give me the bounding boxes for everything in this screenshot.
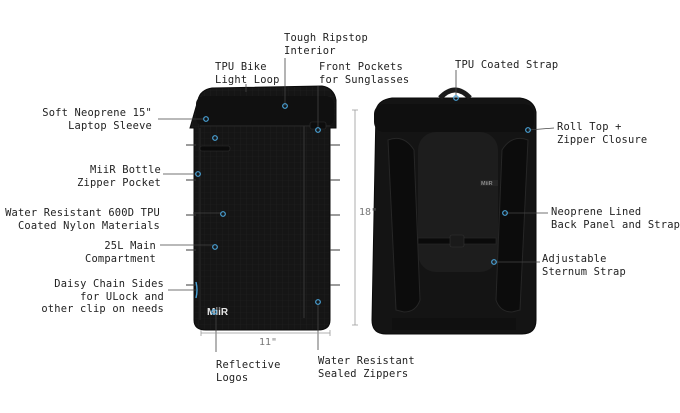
label-back-panel: Neoprene Lined Back Panel and Straps bbox=[551, 206, 680, 231]
dot-back-panel bbox=[502, 210, 508, 216]
leader-lines bbox=[158, 58, 555, 352]
dot-compartment bbox=[212, 244, 218, 250]
front-logo: MiiR bbox=[207, 307, 229, 318]
label-bike-loop: TPU Bike Light Loop bbox=[215, 61, 280, 86]
label-front-pockets: Front Pockets for Sunglasses bbox=[319, 61, 410, 86]
label-nylon: Water Resistant 600D TPU Coated Nylon Ma… bbox=[5, 207, 160, 232]
dot-tpu-strap bbox=[453, 95, 459, 101]
back-backpack: MiiR bbox=[371, 87, 537, 335]
label-ripstop: Tough Ripstop Interior bbox=[284, 32, 368, 57]
width-dimension: 11" bbox=[259, 337, 278, 348]
dot-sternum bbox=[491, 259, 497, 265]
label-logos: Reflective Logos bbox=[216, 359, 281, 384]
dot-bike-loop bbox=[212, 135, 218, 141]
dot-front-pockets bbox=[315, 127, 321, 133]
label-zippers: Water Resistant Sealed Zippers bbox=[318, 355, 415, 380]
callout-dots bbox=[195, 95, 531, 315]
dot-bottle-pocket bbox=[195, 171, 201, 177]
label-tpu-strap: TPU Coated Strap bbox=[455, 59, 559, 71]
label-roll-top: Roll Top + Zipper Closure bbox=[557, 121, 648, 146]
dot-ripstop bbox=[282, 103, 288, 109]
dot-daisy-chain bbox=[195, 281, 198, 299]
label-bottle-pocket: MiiR Bottle Zipper Pocket bbox=[77, 164, 161, 189]
front-backpack: MiiR bbox=[186, 85, 340, 331]
dimension-lines bbox=[200, 109, 358, 336]
label-neoprene-sleeve: Soft Neoprene 15" Laptop Sleeve bbox=[42, 107, 152, 132]
label-compartment: 25L Main Compartment bbox=[84, 240, 156, 265]
label-sternum: Adjustable Sternum Strap bbox=[542, 253, 626, 278]
dot-nylon bbox=[220, 211, 226, 217]
dot-roll-top bbox=[525, 127, 531, 133]
label-daisy-chain: Daisy Chain Sides for ULock and other cl… bbox=[41, 278, 164, 315]
dot-zippers bbox=[315, 299, 321, 305]
dot-logos bbox=[211, 309, 217, 315]
dot-neoprene-sleeve bbox=[203, 116, 209, 122]
height-dimension: 18" bbox=[359, 207, 378, 218]
back-logo: MiiR bbox=[481, 181, 493, 187]
